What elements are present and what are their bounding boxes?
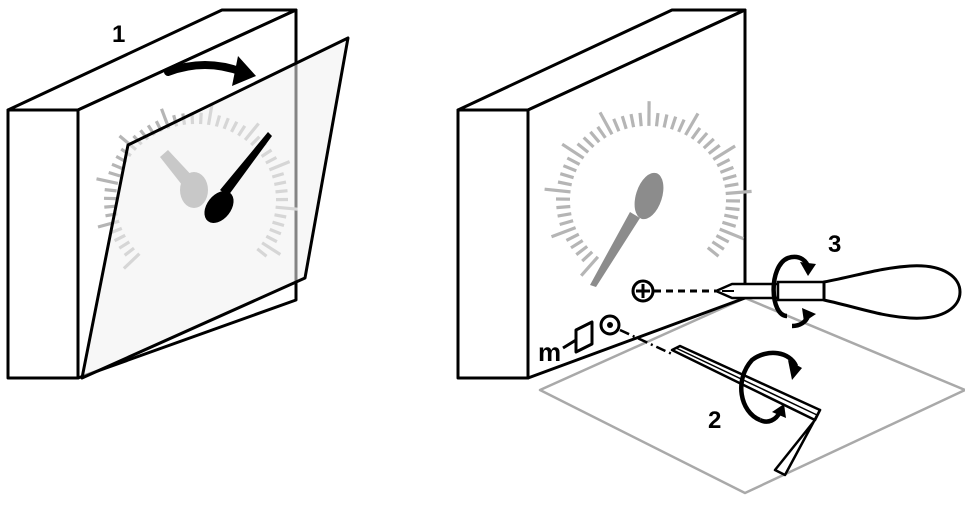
- step-1-label: 1: [112, 21, 125, 48]
- right-meter-panel: 3 m 2: [458, 10, 965, 493]
- plus-circle-icon: [633, 281, 653, 301]
- step-3-label: 3: [828, 231, 841, 258]
- step-2-label: 2: [708, 407, 721, 434]
- left-meter-panel: 1: [8, 10, 348, 378]
- scale-tick: [105, 190, 117, 191]
- scale-tick: [726, 191, 752, 193]
- scale-tick: [556, 207, 570, 208]
- body-label-m: m: [538, 337, 561, 367]
- scale-tick: [640, 113, 641, 126]
- scale-tick: [726, 208, 740, 209]
- scale-tick: [657, 113, 659, 126]
- dot-circle-icon: [601, 316, 619, 334]
